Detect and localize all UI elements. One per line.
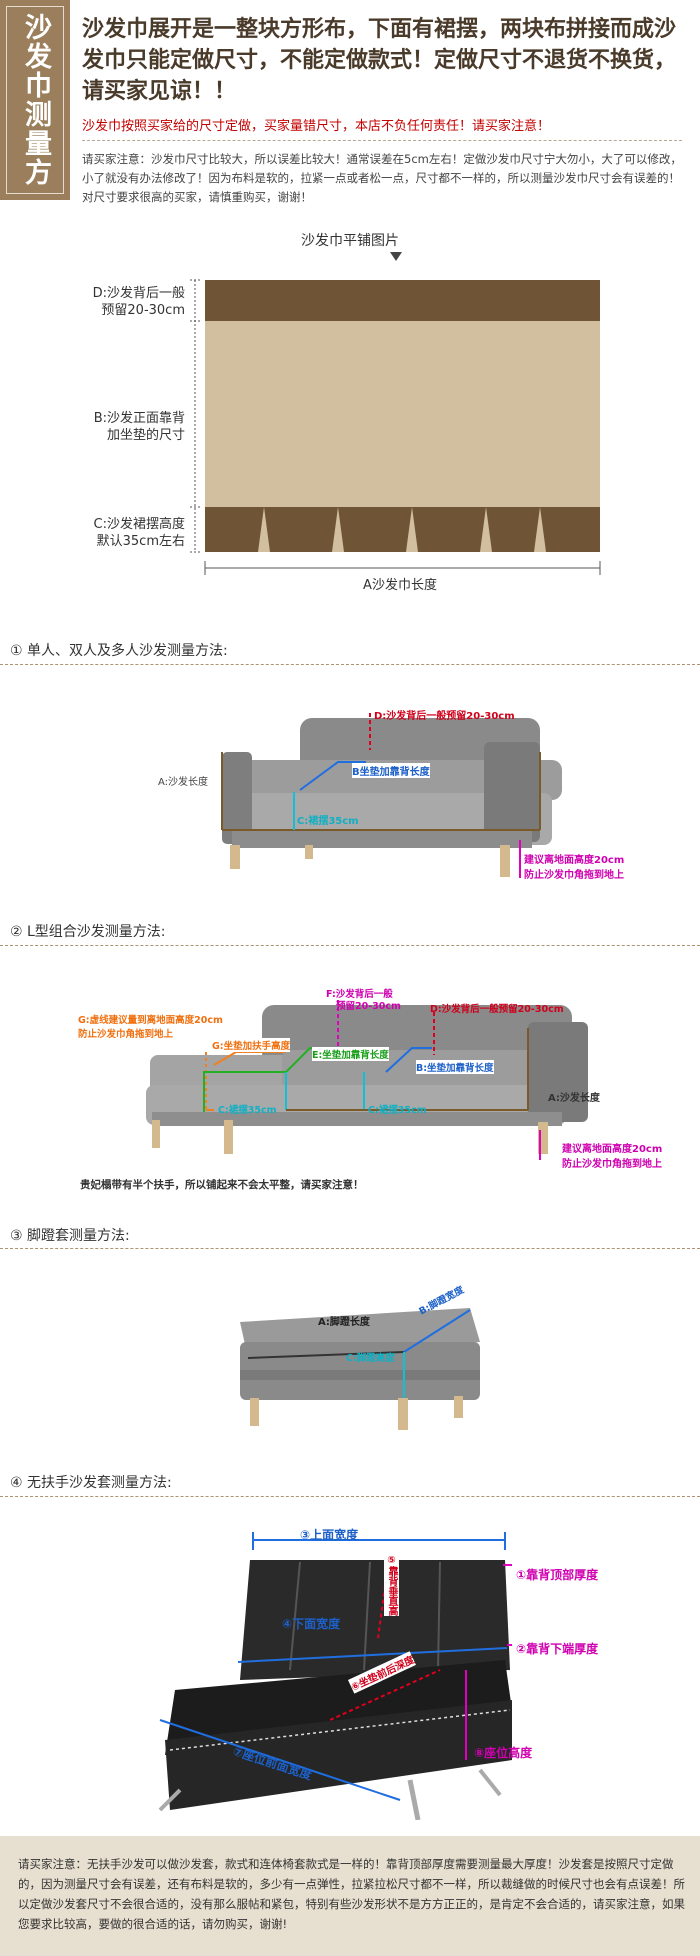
ann-back-top-thickness: ①靠背顶部厚度	[516, 1568, 599, 1582]
down-arrow-icon	[390, 252, 402, 261]
ann-c: C:裙摆35cm	[297, 816, 359, 827]
label-c: C:沙发裙摆高度 默认35cm左右	[93, 517, 185, 549]
ann-floor-1: 建议离地面高度20cm	[524, 855, 625, 866]
ann-floor2-1: 建议离地面高度20cm	[562, 1144, 663, 1155]
cloth-skirt	[205, 507, 600, 552]
warning-text: 沙发巾按照买家给的尺寸定做，买家量错尺寸，本店不负任何责任！请买家注意！	[82, 119, 551, 134]
ann-b: B坐垫加靠背长度	[352, 763, 430, 778]
ann-ottoman-a: A:脚蹬长度	[318, 1317, 370, 1328]
ann-g-note-2: 防止沙发巾角拖到地上	[78, 1029, 174, 1040]
section2-heading: ② L型组合沙发测量方法:	[10, 924, 166, 940]
ann-d2: D:沙发背后一般预留20-30cm	[430, 1004, 564, 1015]
page-title: 沙发巾展开是一整块方形布，下面有裙摆，两块布拼接而成沙发巾只能定做尺寸，不能定做…	[82, 16, 677, 104]
ann-f-1: F:沙发背后一般	[326, 989, 393, 1000]
ann-seat-height: ⑧座位高度	[474, 1746, 533, 1760]
label-d: D:沙发背后一般 预留20-30cm	[92, 286, 185, 318]
ann-b2: B:坐垫加靠背长度	[416, 1060, 494, 1074]
ann-g-note-1: G:虚线建议量到离地面高度20cm	[78, 1015, 223, 1026]
ann-floor2-2: 防止沙发巾角拖到地上	[562, 1159, 662, 1170]
flat-diagram-title: 沙发巾平铺图片	[301, 233, 399, 249]
armless-sofa-diagram	[158, 1532, 512, 1820]
label-a: A沙发巾长度	[363, 578, 437, 593]
ann-ottoman-c: C:脚蹬高度	[346, 1353, 395, 1364]
flat-diagram	[190, 279, 601, 575]
ottoman-diagram	[240, 1308, 480, 1430]
ann-c2-2: C:裙摆35cm	[368, 1105, 427, 1116]
section1-divider	[0, 664, 700, 665]
ann-e: E:坐垫加靠背长度	[312, 1047, 389, 1061]
ann-f-2: 预留20-30cm	[336, 1001, 401, 1012]
ann-a2: A:沙发长度	[548, 1093, 600, 1104]
ann-top-width: ③上面宽度	[300, 1528, 359, 1542]
cloth-main	[205, 321, 600, 507]
side-tab: 沙发巾测量方法	[0, 0, 70, 200]
section2-note: 贵妃榻带有半个扶手，所以铺起来不会太平整，请买家注意！	[80, 1179, 364, 1191]
ann-d: D:沙发背后一般预留20-30cm	[374, 711, 515, 722]
ann-g: G:坐垫加扶手高度	[212, 1038, 291, 1052]
ann-a: A:沙发长度	[158, 777, 209, 788]
footer-box	[0, 1836, 700, 1956]
side-tab-label: 沙发巾测量方法	[6, 6, 64, 194]
ann-c2-1: C:裙摆35cm	[218, 1105, 277, 1116]
section3-heading: ③ 脚蹬套测量方法:	[10, 1228, 130, 1244]
note-text: 请买家注意：沙发巾尺寸比较大，所以误差比较大！通常误差在5cm左右！定做沙发巾尺…	[82, 152, 682, 204]
label-b: B:沙发正面靠背 加坐垫的尺寸	[93, 411, 185, 443]
section1-heading: ① 单人、双人及多人沙发测量方法:	[10, 643, 228, 659]
section2-divider	[0, 945, 700, 946]
section4-heading: ④ 无扶手沙发套测量方法:	[10, 1475, 172, 1491]
ann-bottom-width: ④下面宽度	[282, 1617, 341, 1631]
section4-divider	[0, 1496, 700, 1497]
section3-divider	[0, 1248, 700, 1249]
footer-note: 请买家注意：无扶手沙发可以做沙发套，款式和连体椅套款式是一样的！靠背顶部厚度需要…	[18, 1857, 685, 1931]
ann-back-height: ⑤靠背垂直高	[384, 1555, 399, 1616]
ann-floor-2: 防止沙发巾角拖到地上	[524, 870, 624, 881]
divider	[82, 140, 682, 141]
ann-back-bottom-thickness: ②靠背下端厚度	[516, 1642, 599, 1656]
cloth-back-strip	[205, 280, 600, 321]
